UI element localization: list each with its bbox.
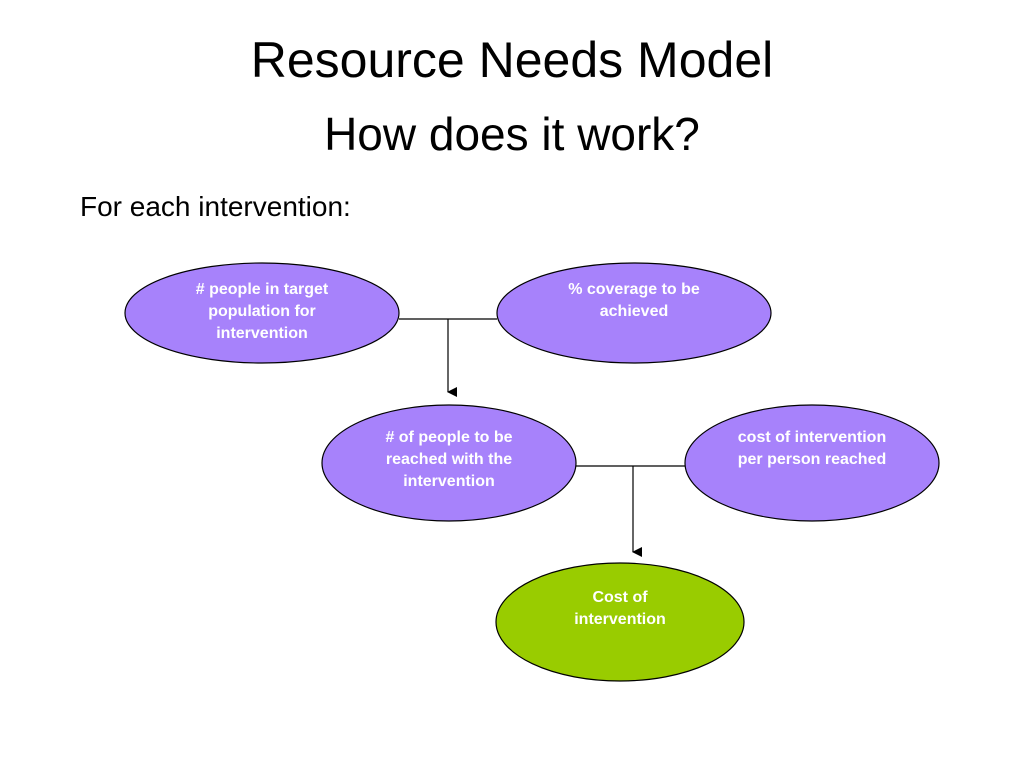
slide-title: Resource Needs Model xyxy=(250,32,774,88)
node-cost-of-intervention: Cost of intervention xyxy=(496,563,744,681)
node-cost-per-person-shape xyxy=(684,404,940,522)
node-target-population-label: # people in target population for interv… xyxy=(195,281,329,342)
node-cost-per-person: cost of intervention per person reached xyxy=(685,405,939,521)
node-cost-of-intervention-label: Cost of intervention xyxy=(574,589,666,628)
node-people-reached-shape xyxy=(321,404,577,522)
node-coverage-shape xyxy=(496,262,772,364)
node-cost-per-person-label: cost of intervention per person reached xyxy=(737,429,887,468)
node-target-population-shape xyxy=(124,262,400,364)
node-coverage: % coverage to be achieved xyxy=(497,263,771,363)
node-people-reached-label: # of people to be reached with the inter… xyxy=(385,429,513,490)
node-cost-of-intervention-shape xyxy=(495,562,745,682)
slide-subtitle: How does it work? xyxy=(324,108,700,160)
node-people-reached: # of people to be reached with the inter… xyxy=(322,405,576,521)
node-target-population: # people in target population for interv… xyxy=(125,263,399,363)
node-coverage-label: % coverage to be achieved xyxy=(568,281,700,320)
intro-text: For each intervention: xyxy=(80,191,351,222)
